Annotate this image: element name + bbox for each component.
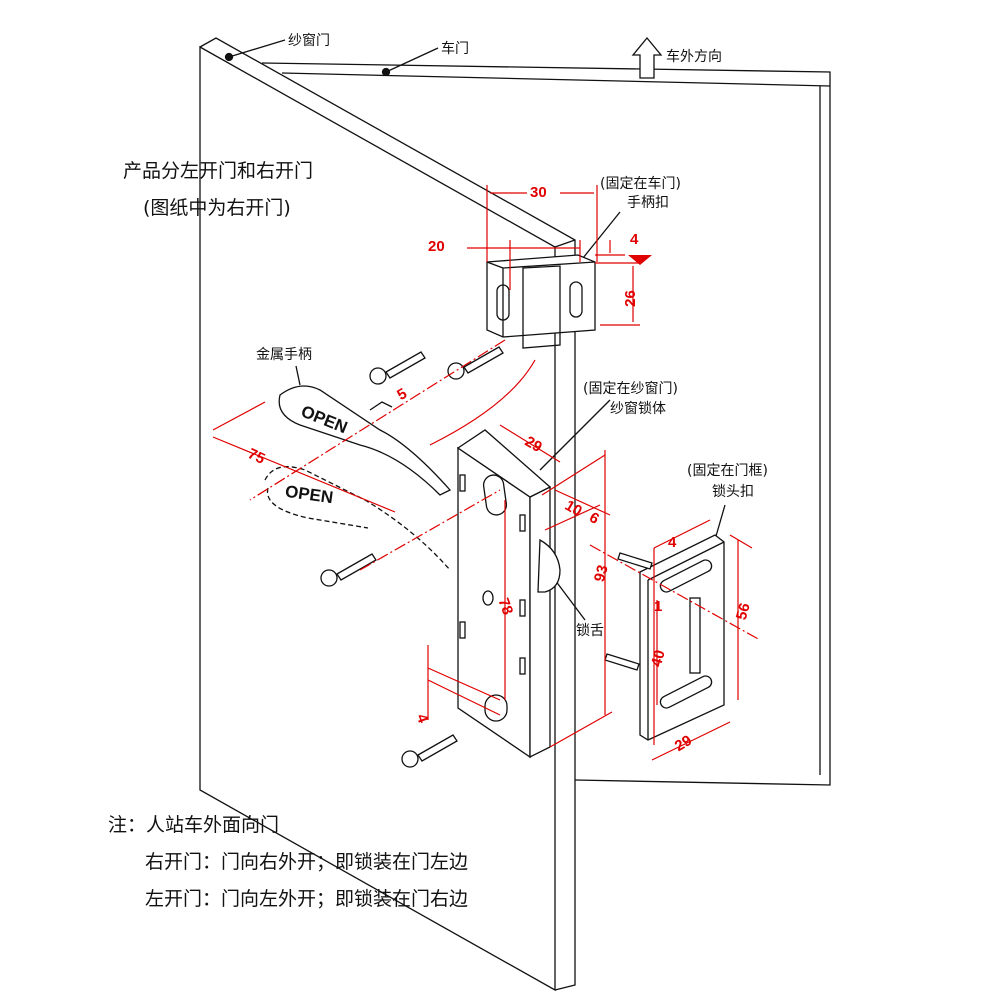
screws	[320, 346, 653, 768]
handle-catch	[486, 254, 596, 349]
label-outside-direction: 车外方向	[666, 49, 722, 65]
label-car-door: 车门	[441, 41, 469, 57]
label-lock-body-fixed: (固定在纱窗门)	[583, 381, 678, 397]
notes-title: 注：人站车外面向门	[108, 814, 280, 836]
car-door-frame	[261, 62, 831, 786]
label-metal-handle: 金属手柄	[256, 347, 312, 363]
outside-direction-arrow	[631, 36, 663, 79]
label-strike: 锁头扣	[712, 484, 754, 500]
label-strike-fixed: (固定在门框)	[687, 463, 768, 479]
label-latch: 锁舌	[576, 623, 604, 639]
strike-plate	[639, 534, 725, 741]
dimension-lines	[212, 185, 761, 761]
label-handle-catch-fixed: (固定在车门)	[600, 176, 681, 192]
dim-strike-top: 4	[668, 534, 677, 551]
product-note-2: (图纸中为右开门)	[143, 197, 291, 219]
label-lock-body: 纱窗锁体	[610, 401, 666, 417]
dim-strike-gap: 1	[654, 598, 663, 615]
notes-right-door: 右开门：门向右外开；即锁装在门左边	[145, 851, 469, 873]
dim-catch-width: 30	[530, 184, 547, 201]
dim-catch-offset: 4	[630, 231, 639, 248]
dim-catch-slot: 20	[428, 238, 445, 255]
label-screen-door: 纱窗门	[288, 33, 330, 49]
label-handle-catch: 手柄扣	[627, 195, 669, 211]
notes-left-door: 左开门：门向左外开；即锁装在门右边	[145, 888, 469, 910]
dim-catch-height: 26	[621, 290, 639, 307]
product-note-1: 产品分左开门和右开门	[123, 160, 314, 182]
lock-body	[456, 429, 561, 759]
screen-door	[199, 37, 576, 992]
